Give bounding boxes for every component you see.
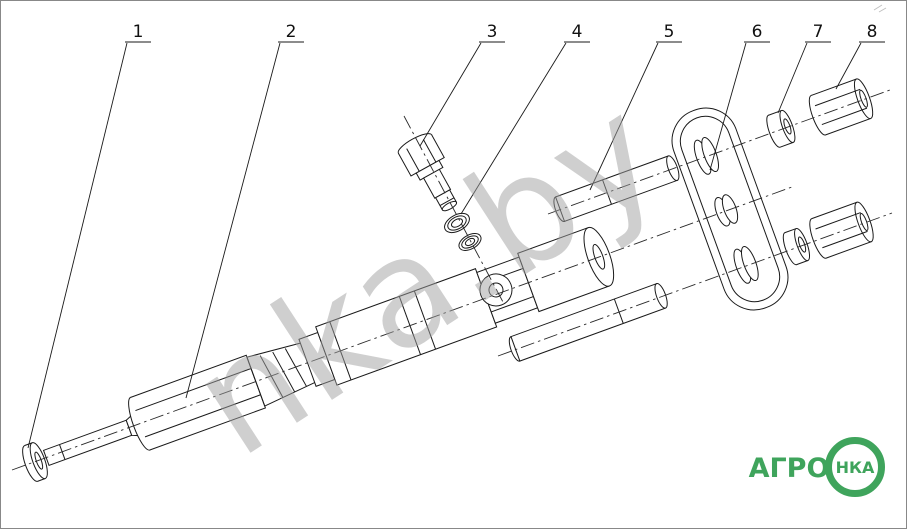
part-8-nut-upper bbox=[808, 78, 874, 136]
part-1-washer bbox=[22, 442, 48, 482]
callout-4-label: 4 bbox=[572, 22, 583, 42]
scan-artifact bbox=[873, 4, 887, 13]
leader-line-8 bbox=[835, 42, 862, 90]
fuel-inlet-boss bbox=[479, 273, 513, 307]
callout-6-label: 6 bbox=[752, 22, 763, 42]
centerline-bolt bbox=[403, 115, 504, 303]
callout-5-label: 5 bbox=[664, 22, 675, 42]
logo-text-agro: АГРО bbox=[749, 453, 830, 484]
leader-line-7 bbox=[777, 42, 808, 114]
centerline-lower-stud bbox=[497, 212, 893, 357]
upper-fastener-row bbox=[553, 78, 874, 223]
leader-line-4 bbox=[460, 42, 567, 215]
callout-2-label: 2 bbox=[286, 22, 297, 42]
stud-lower bbox=[508, 282, 668, 362]
leader-line-1 bbox=[27, 42, 128, 449]
callout-7-label: 7 bbox=[813, 22, 824, 42]
leader-line-5 bbox=[589, 42, 659, 191]
leader-line-6 bbox=[709, 42, 747, 171]
callout-1-label: 1 bbox=[133, 22, 144, 42]
logo-ring-icon bbox=[825, 437, 885, 497]
logo-text-nka: НКА bbox=[836, 458, 875, 477]
callout-3-label: 3 bbox=[487, 22, 498, 42]
callouts: 1 2 3 4 5 6 7 8 bbox=[27, 22, 885, 449]
agronka-logo: АГРО НКА bbox=[749, 437, 885, 497]
lower-fastener-row bbox=[508, 201, 874, 362]
nut-lower bbox=[809, 201, 874, 259]
centerlines bbox=[11, 89, 893, 471]
leader-line-2 bbox=[185, 42, 281, 399]
washer-lower bbox=[782, 227, 811, 266]
part-4-ring-b bbox=[458, 233, 482, 251]
part-7-washer-upper bbox=[766, 109, 796, 148]
leader-line-3 bbox=[419, 42, 482, 147]
centerline-main-axis bbox=[11, 186, 793, 471]
centerline-upper-stud bbox=[547, 89, 891, 215]
callout-8-label: 8 bbox=[867, 22, 878, 42]
